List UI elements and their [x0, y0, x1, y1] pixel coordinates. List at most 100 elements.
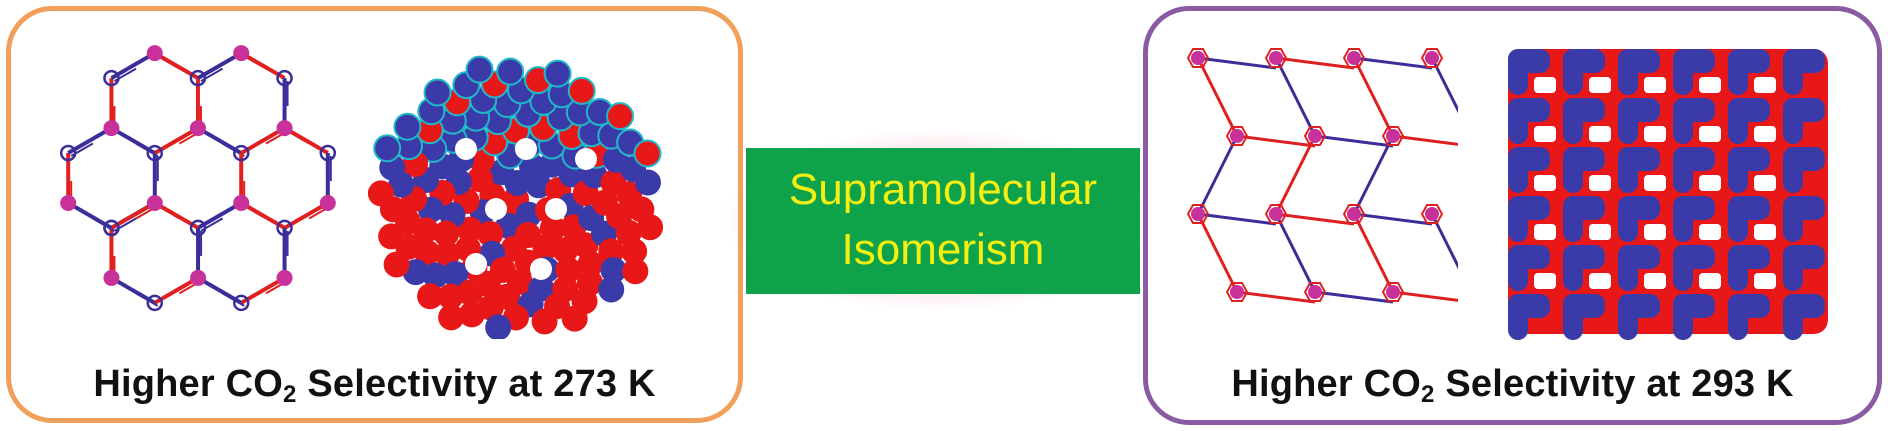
spacefill-strut: [1728, 196, 1748, 242]
spacefill-atom: [552, 237, 579, 264]
linker-ring: [1342, 48, 1366, 68]
linker-ring: [276, 219, 293, 237]
spacefill-strut: [1508, 49, 1528, 95]
linker-bond: [1196, 213, 1239, 293]
pore: [485, 198, 507, 220]
linker-bond: [286, 130, 310, 145]
metal-node: [1308, 129, 1322, 143]
linker-bond: [1392, 134, 1458, 146]
pore: [1534, 224, 1556, 240]
spacefill-atom: [634, 169, 661, 196]
spacefill-strut: [1728, 147, 1748, 193]
spacefill-atom: [458, 301, 485, 328]
pore: [545, 198, 567, 220]
pore: [1589, 77, 1611, 93]
spacefill-atom: [622, 258, 649, 285]
linker-bond: [1274, 213, 1317, 293]
linker-bond: [1196, 57, 1239, 137]
spacefill-atom: [606, 102, 635, 131]
center-line-2: Isomerism: [841, 225, 1045, 274]
metal-node: [1386, 129, 1400, 143]
metal-node: [1425, 207, 1439, 221]
metal-node: [1230, 285, 1244, 299]
linker-bond: [110, 276, 156, 305]
spacefill-strut: [1728, 98, 1748, 144]
metal-node: [1347, 207, 1361, 221]
spacefill-strut: [1783, 245, 1803, 291]
metal-node: [1269, 51, 1283, 65]
spacefill-atom: [637, 214, 664, 241]
pore: [1644, 273, 1666, 289]
spacefill-strut: [1563, 196, 1583, 242]
spacefill-strut: [1563, 245, 1583, 291]
center-label-box: Supramolecular Isomerism: [746, 148, 1140, 294]
spacefill-atom: [434, 240, 461, 267]
linker-bond: [92, 217, 116, 232]
linker-ring: [319, 144, 337, 162]
linker-bond: [157, 205, 180, 220]
linker-bond: [240, 201, 286, 230]
linker-bond: [135, 142, 159, 157]
left-panel: Higher CO2 Selectivity at 273 K: [6, 6, 743, 423]
linker-ring: [189, 69, 207, 87]
spacefill-atom: [577, 250, 604, 277]
right-caption: Higher CO2 Selectivity at 293 K: [1231, 363, 1794, 408]
linker-bond: [110, 201, 156, 230]
spacefill-strut: [1673, 294, 1693, 340]
metal-node: [1347, 51, 1361, 65]
linker-bond: [1430, 213, 1458, 270]
right-panel: Higher CO2 Selectivity at 293 K: [1143, 6, 1882, 425]
spacefill-atom: [598, 238, 625, 265]
pore: [1589, 126, 1611, 142]
spacefill-strut: [1563, 49, 1583, 95]
linker-bond: [110, 51, 156, 80]
linker-bond: [240, 276, 286, 305]
spacefill-strut: [1508, 147, 1528, 193]
linker-ring: [189, 219, 207, 237]
linker-bond: [1275, 56, 1355, 70]
spacefill-atom: [531, 308, 558, 335]
linker-ring: [276, 69, 293, 87]
center-line-1: Supramolecular: [788, 165, 1098, 214]
metal-node: [1386, 285, 1400, 299]
spacefill-strut: [1618, 245, 1638, 291]
spacefill-atom: [442, 261, 469, 288]
linker-ring: [1342, 204, 1366, 224]
linker-bond: [240, 51, 286, 80]
linker-ring: [146, 144, 163, 162]
spacefill-atom: [422, 262, 449, 289]
linker-bond: [135, 292, 159, 307]
linker-bond: [1314, 134, 1394, 148]
linker-ring: [1186, 48, 1210, 68]
spacefill-strut: [1783, 49, 1803, 95]
spacefill-atom: [456, 216, 483, 243]
spacefill-atom: [496, 57, 525, 86]
pore: [1644, 175, 1666, 191]
linker-bond: [1392, 290, 1458, 302]
pore: [1589, 224, 1611, 240]
metal-node: [276, 269, 293, 286]
linker-ring: [233, 294, 250, 312]
spacefill-atom: [417, 283, 444, 310]
spacefill-atom: [438, 304, 465, 331]
spacefill-strut: [1673, 245, 1693, 291]
linker-bond: [1236, 134, 1316, 148]
linker-ring: [233, 144, 250, 162]
linker-bond: [196, 51, 243, 80]
metal-node: [60, 195, 77, 211]
linker-bond: [243, 205, 267, 220]
pore: [455, 138, 477, 160]
linker-bond: [1314, 290, 1394, 304]
pore: [1699, 224, 1721, 240]
metal-node: [1425, 51, 1439, 65]
spacefill-strut: [1673, 49, 1693, 95]
spacefill-atom: [367, 180, 394, 207]
metal-node: [103, 269, 120, 286]
pore: [1534, 126, 1556, 142]
spacefill-atom: [383, 251, 410, 278]
spacefill-atom: [539, 151, 565, 178]
spacefill-atom: [532, 234, 559, 261]
spacefill-strut: [1783, 147, 1803, 193]
spacefill-strut: [1618, 98, 1638, 144]
spacefill-strut: [1563, 98, 1583, 144]
